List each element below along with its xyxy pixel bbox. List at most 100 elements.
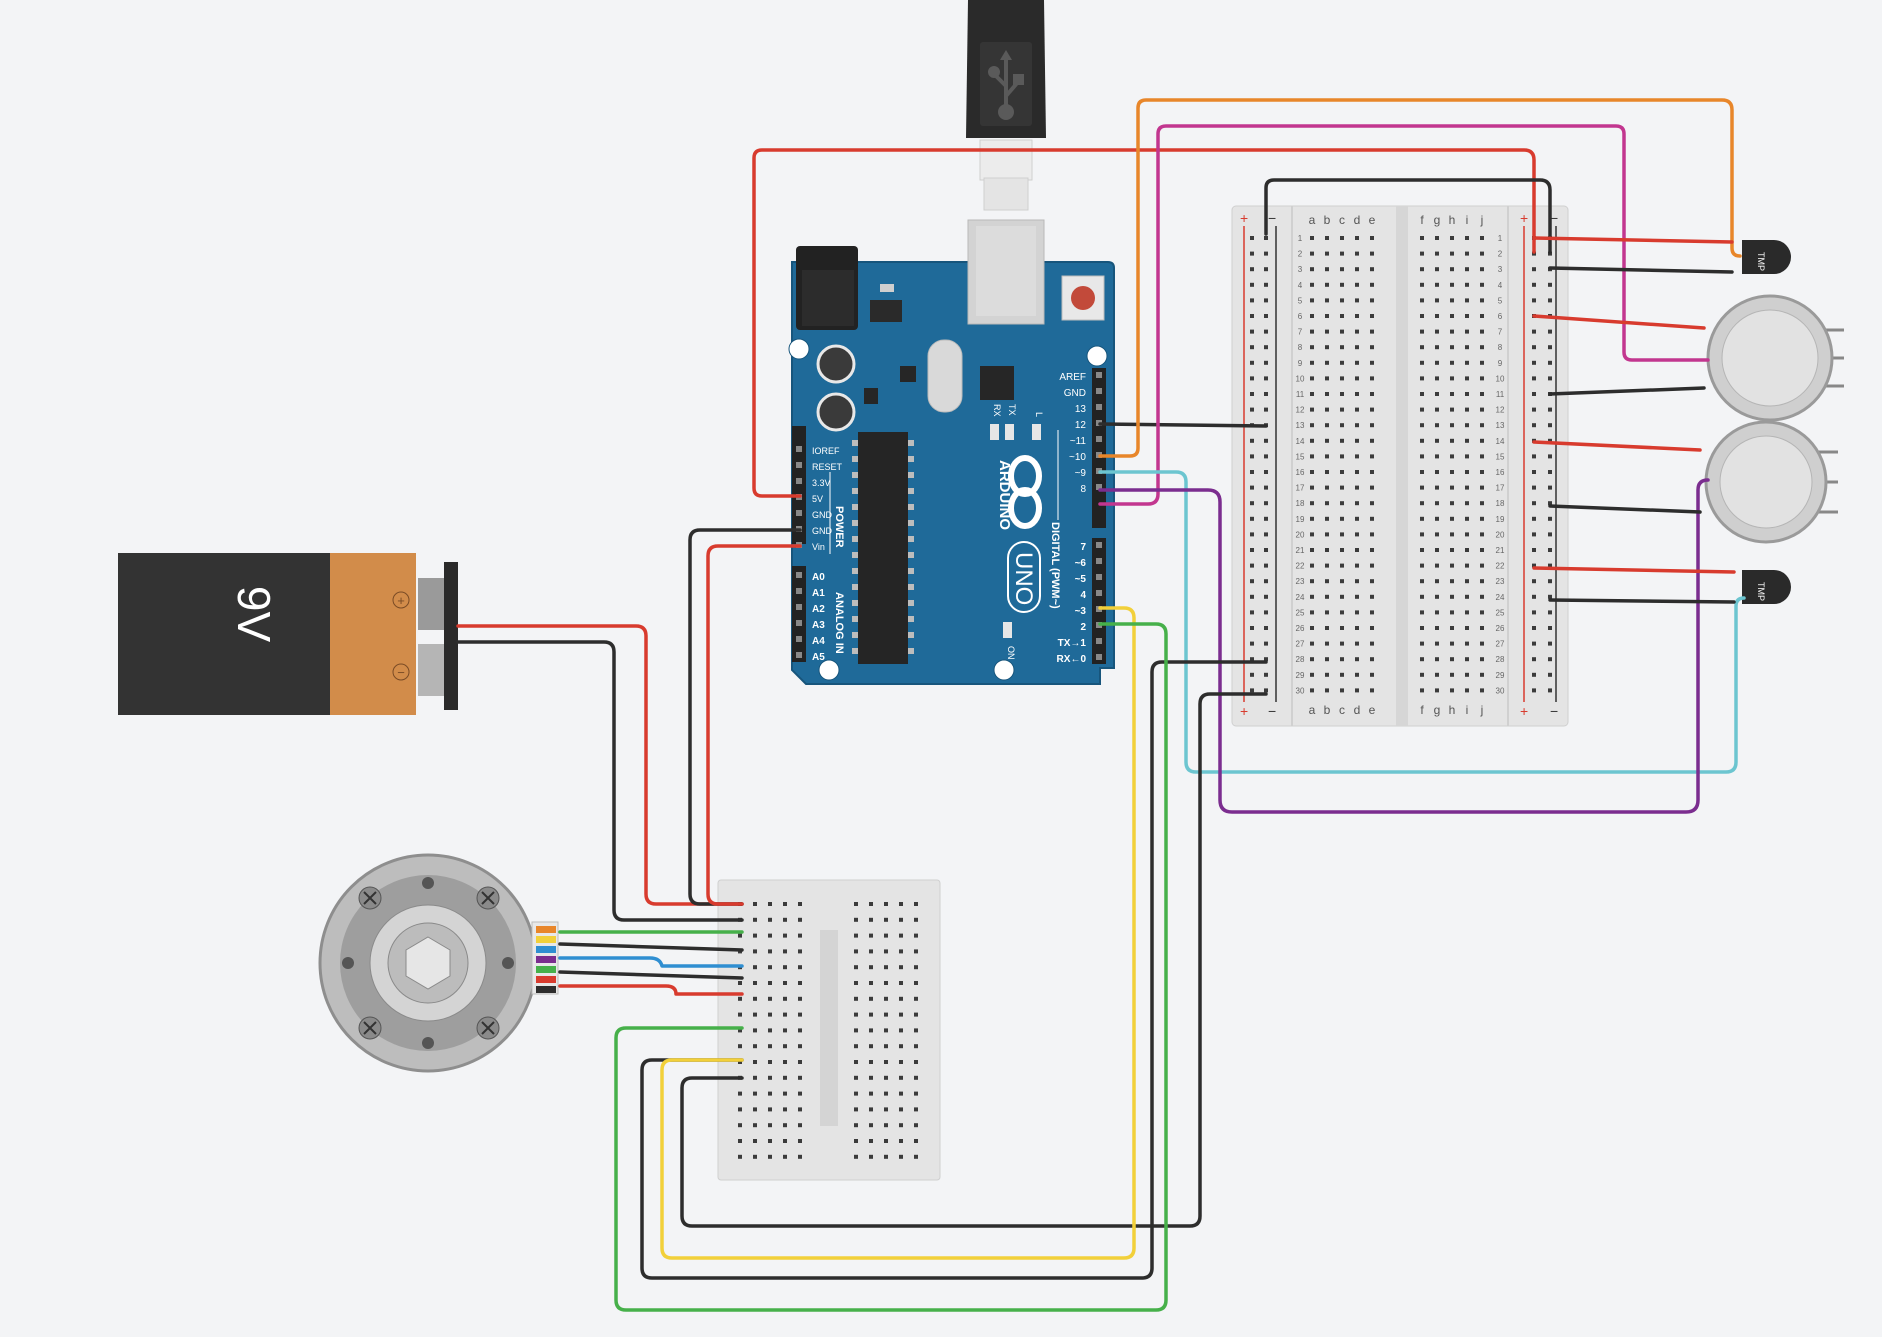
breadboard-hole[interactable] [1450, 438, 1454, 443]
rail-hole[interactable] [1548, 501, 1552, 506]
breadboard-hole[interactable] [1465, 392, 1469, 396]
rail-hole[interactable] [1250, 454, 1254, 459]
breadboard-hole[interactable] [1355, 329, 1359, 334]
header-pin[interactable] [796, 478, 802, 484]
breadboard-hole[interactable] [914, 1107, 918, 1112]
breadboard-hole[interactable] [1435, 314, 1439, 318]
breadboard-hole[interactable] [1355, 688, 1359, 693]
breadboard-hole[interactable] [1420, 641, 1424, 646]
rail-hole[interactable] [1548, 579, 1552, 584]
breadboard-hole[interactable] [899, 1107, 903, 1112]
rail-hole[interactable] [1532, 626, 1536, 630]
breadboard-hole[interactable] [1435, 641, 1439, 646]
breadboard-hole[interactable] [1450, 329, 1454, 334]
breadboard-hole[interactable] [1355, 251, 1359, 256]
breadboard-hole[interactable] [1325, 516, 1329, 521]
breadboard-hole[interactable] [1450, 594, 1454, 599]
rail-hole[interactable] [1264, 688, 1268, 693]
breadboard-hole[interactable] [1450, 501, 1454, 506]
breadboard-hole[interactable] [1340, 470, 1344, 474]
breadboard-hole[interactable] [768, 1154, 772, 1159]
rail-hole[interactable] [1548, 329, 1552, 334]
rail-hole[interactable] [1264, 282, 1268, 287]
breadboard-hole[interactable] [1450, 376, 1454, 381]
wire-encoder-blue[interactable] [558, 956, 744, 968]
rail-hole[interactable] [1250, 688, 1254, 693]
breadboard-hole[interactable] [1420, 470, 1424, 474]
breadboard-hole[interactable] [914, 1012, 918, 1017]
header-pin[interactable] [796, 510, 802, 516]
rail-hole[interactable] [1264, 516, 1268, 521]
rail-hole[interactable] [1532, 501, 1536, 506]
breadboard-hole[interactable] [1480, 579, 1484, 584]
rail-hole[interactable] [1548, 672, 1552, 677]
rail-hole[interactable] [1250, 392, 1254, 396]
breadboard-hole[interactable] [869, 1107, 873, 1112]
breadboard-hole[interactable] [768, 917, 772, 922]
header-pin[interactable] [1096, 404, 1102, 410]
wire-battery-minus-black[interactable] [456, 640, 744, 922]
breadboard-hole[interactable] [1465, 329, 1469, 334]
breadboard-hole[interactable] [884, 1139, 888, 1143]
breadboard-hole[interactable] [854, 1060, 858, 1064]
breadboard-hole[interactable] [1310, 298, 1314, 303]
wire-yellow-pin3[interactable] [660, 606, 1136, 1260]
breadboard-hole[interactable] [1370, 470, 1374, 474]
rail-hole[interactable] [1548, 360, 1552, 365]
breadboard-hole[interactable] [1310, 236, 1314, 240]
breadboard-hole[interactable] [1310, 626, 1314, 630]
breadboard-hole[interactable] [1355, 563, 1359, 568]
breadboard-hole[interactable] [738, 1028, 742, 1033]
breadboard-hole[interactable] [1370, 610, 1374, 615]
breadboard-hole[interactable] [1480, 236, 1484, 240]
breadboard-hole[interactable] [1310, 641, 1314, 646]
breadboard-hole[interactable] [1325, 376, 1329, 381]
rail-hole[interactable] [1250, 360, 1254, 365]
breadboard-hole[interactable] [854, 996, 858, 1001]
breadboard-hole[interactable] [753, 1123, 757, 1128]
breadboard-hole[interactable] [1480, 501, 1484, 506]
breadboard-hole[interactable] [1420, 360, 1424, 365]
breadboard-hole[interactable] [1370, 423, 1374, 428]
breadboard-hole[interactable] [768, 1123, 772, 1128]
breadboard-hole[interactable] [1355, 657, 1359, 662]
breadboard-hole[interactable] [1325, 641, 1329, 646]
breadboard-hole[interactable] [783, 965, 787, 970]
breadboard-hole[interactable] [798, 1012, 802, 1017]
breadboard-hole[interactable] [783, 1091, 787, 1096]
breadboard-hole[interactable] [1480, 641, 1484, 646]
wire-gas-vcc-red[interactable] [1532, 314, 1706, 330]
breadboard-hole[interactable] [1340, 485, 1344, 490]
breadboard-hole[interactable] [1325, 657, 1329, 662]
breadboard-hole[interactable] [1480, 407, 1484, 412]
rail-hole[interactable] [1250, 376, 1254, 381]
breadboard-hole[interactable] [1465, 376, 1469, 381]
breadboard-hole[interactable] [899, 1028, 903, 1033]
rail-hole[interactable] [1250, 610, 1254, 615]
breadboard-hole[interactable] [899, 1139, 903, 1143]
rail-hole[interactable] [1548, 641, 1552, 646]
breadboard-hole[interactable] [1340, 563, 1344, 568]
rail-hole[interactable] [1548, 657, 1552, 662]
breadboard-hole[interactable] [1370, 672, 1374, 677]
rail-hole[interactable] [1548, 516, 1552, 521]
breadboard-hole[interactable] [899, 965, 903, 970]
breadboard-hole[interactable] [1340, 594, 1344, 599]
breadboard-hole[interactable] [1355, 423, 1359, 428]
breadboard-hole[interactable] [753, 1107, 757, 1112]
breadboard-hole[interactable] [1465, 267, 1469, 272]
breadboard-hole[interactable] [1310, 251, 1314, 256]
breadboard-hole[interactable] [854, 1123, 858, 1128]
breadboard-hole[interactable] [869, 1060, 873, 1064]
breadboard-hole[interactable] [798, 902, 802, 906]
breadboard-hole[interactable] [1480, 610, 1484, 615]
breadboard-hole[interactable] [899, 981, 903, 985]
rail-hole[interactable] [1532, 641, 1536, 646]
breadboard-hole[interactable] [1370, 454, 1374, 459]
breadboard-hole[interactable] [899, 1091, 903, 1096]
breadboard-hole[interactable] [1465, 548, 1469, 552]
reset-button-cap[interactable] [1071, 286, 1095, 310]
breadboard-hole[interactable] [1465, 657, 1469, 662]
breadboard-hole[interactable] [1370, 251, 1374, 256]
rail-hole[interactable] [1532, 376, 1536, 381]
